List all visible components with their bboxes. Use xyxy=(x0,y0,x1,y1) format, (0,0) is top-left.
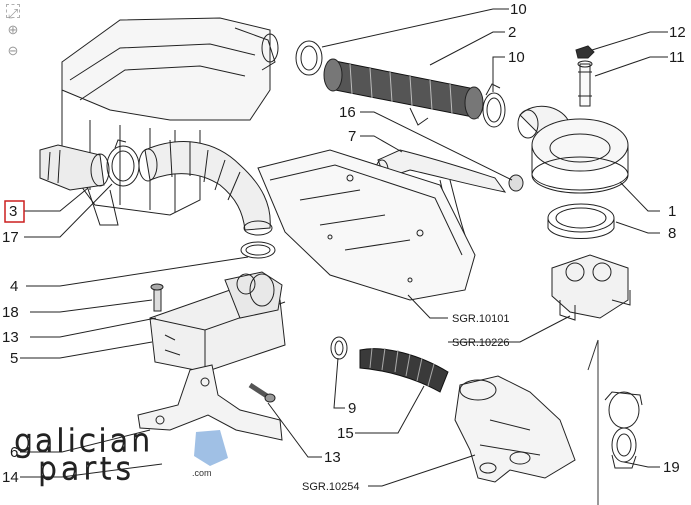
part-12-nut xyxy=(575,45,595,59)
watermark-line-1: galician xyxy=(13,423,154,460)
carburettor-assembly xyxy=(551,254,631,321)
reference-sgr-10226[interactable]: SGR.10226 xyxy=(452,337,509,349)
part-2-corrugated-tube xyxy=(323,58,484,126)
callout-4[interactable]: 4 xyxy=(10,278,18,295)
zoom-in-icon[interactable]: ⊕ xyxy=(7,22,19,37)
watermark-suffix: .com xyxy=(192,468,212,478)
callout-9[interactable]: 9 xyxy=(348,400,356,417)
exhaust-manifold xyxy=(454,375,576,483)
part-5-resonator xyxy=(149,271,286,373)
callout-13-left[interactable]: 13 xyxy=(2,329,19,346)
hose-clamp-17 xyxy=(106,139,140,187)
part-13-bolt xyxy=(248,382,276,403)
leader-lines xyxy=(20,8,668,487)
part-18-bolt xyxy=(150,283,164,312)
part-19-clamp xyxy=(587,339,643,505)
callout-labels: 10 2 12 10 11 16 7 3 1 17 8 4 18 13 5 9 … xyxy=(2,1,686,486)
callout-1[interactable]: 1 xyxy=(668,203,676,220)
hose-clamp-4 xyxy=(240,241,276,259)
fit-to-screen-icon[interactable]: ⤢ xyxy=(6,4,20,21)
part-9-clamp xyxy=(330,336,348,360)
part-8-seal-ring xyxy=(547,203,615,239)
callout-10-mid[interactable]: 10 xyxy=(508,49,525,66)
callout-19[interactable]: 19 xyxy=(663,459,680,476)
viewer-toolbar: ⤢ ⊕ ⊖ xyxy=(4,4,24,63)
valve-cover xyxy=(257,149,476,301)
hose-clamp-10-top xyxy=(295,40,323,76)
hose-clamp-10-right xyxy=(482,83,506,128)
part-1-air-cleaner xyxy=(517,105,629,194)
callout-17[interactable]: 17 xyxy=(2,229,19,246)
callout-3-highlight[interactable] xyxy=(4,200,25,223)
callout-6[interactable]: 6 xyxy=(10,444,18,461)
callout-13-bottom[interactable]: 13 xyxy=(324,449,341,466)
callout-10-top[interactable]: 10 xyxy=(510,1,527,18)
callout-8[interactable]: 8 xyxy=(668,225,676,242)
callout-15[interactable]: 15 xyxy=(337,425,354,442)
air-filter-housing xyxy=(61,17,279,226)
part-6-bracket xyxy=(137,364,283,441)
reference-sgr-10254[interactable]: SGR.10254 xyxy=(302,481,359,493)
callout-12[interactable]: 12 xyxy=(669,24,686,41)
callout-14[interactable]: 14 xyxy=(2,469,19,486)
callout-5[interactable]: 5 xyxy=(10,350,18,367)
part-15-corrugated-hose xyxy=(359,347,449,393)
zoom-out-icon[interactable]: ⊖ xyxy=(7,43,19,58)
galicianparts-watermark: galician parts .com xyxy=(13,423,228,494)
callout-18[interactable]: 18 xyxy=(2,304,19,321)
watermark-line-2: parts xyxy=(37,451,136,488)
reference-sgr-10101[interactable]: SGR.10101 xyxy=(452,313,509,325)
callout-2[interactable]: 2 xyxy=(508,24,516,41)
watermark-accent-shape xyxy=(194,430,228,466)
callout-16[interactable]: 16 xyxy=(339,104,356,121)
callout-7[interactable]: 7 xyxy=(348,128,356,145)
callout-3[interactable]: 3 xyxy=(9,203,17,220)
part-11-stud xyxy=(577,60,593,107)
part-4-intake-hose xyxy=(138,139,273,236)
part-3-duct xyxy=(39,144,110,191)
part-16-clip xyxy=(508,174,524,192)
callout-11[interactable]: 11 xyxy=(669,49,685,66)
reference-labels: SGR.10101 SGR.10226 SGR.10254 xyxy=(302,313,509,493)
